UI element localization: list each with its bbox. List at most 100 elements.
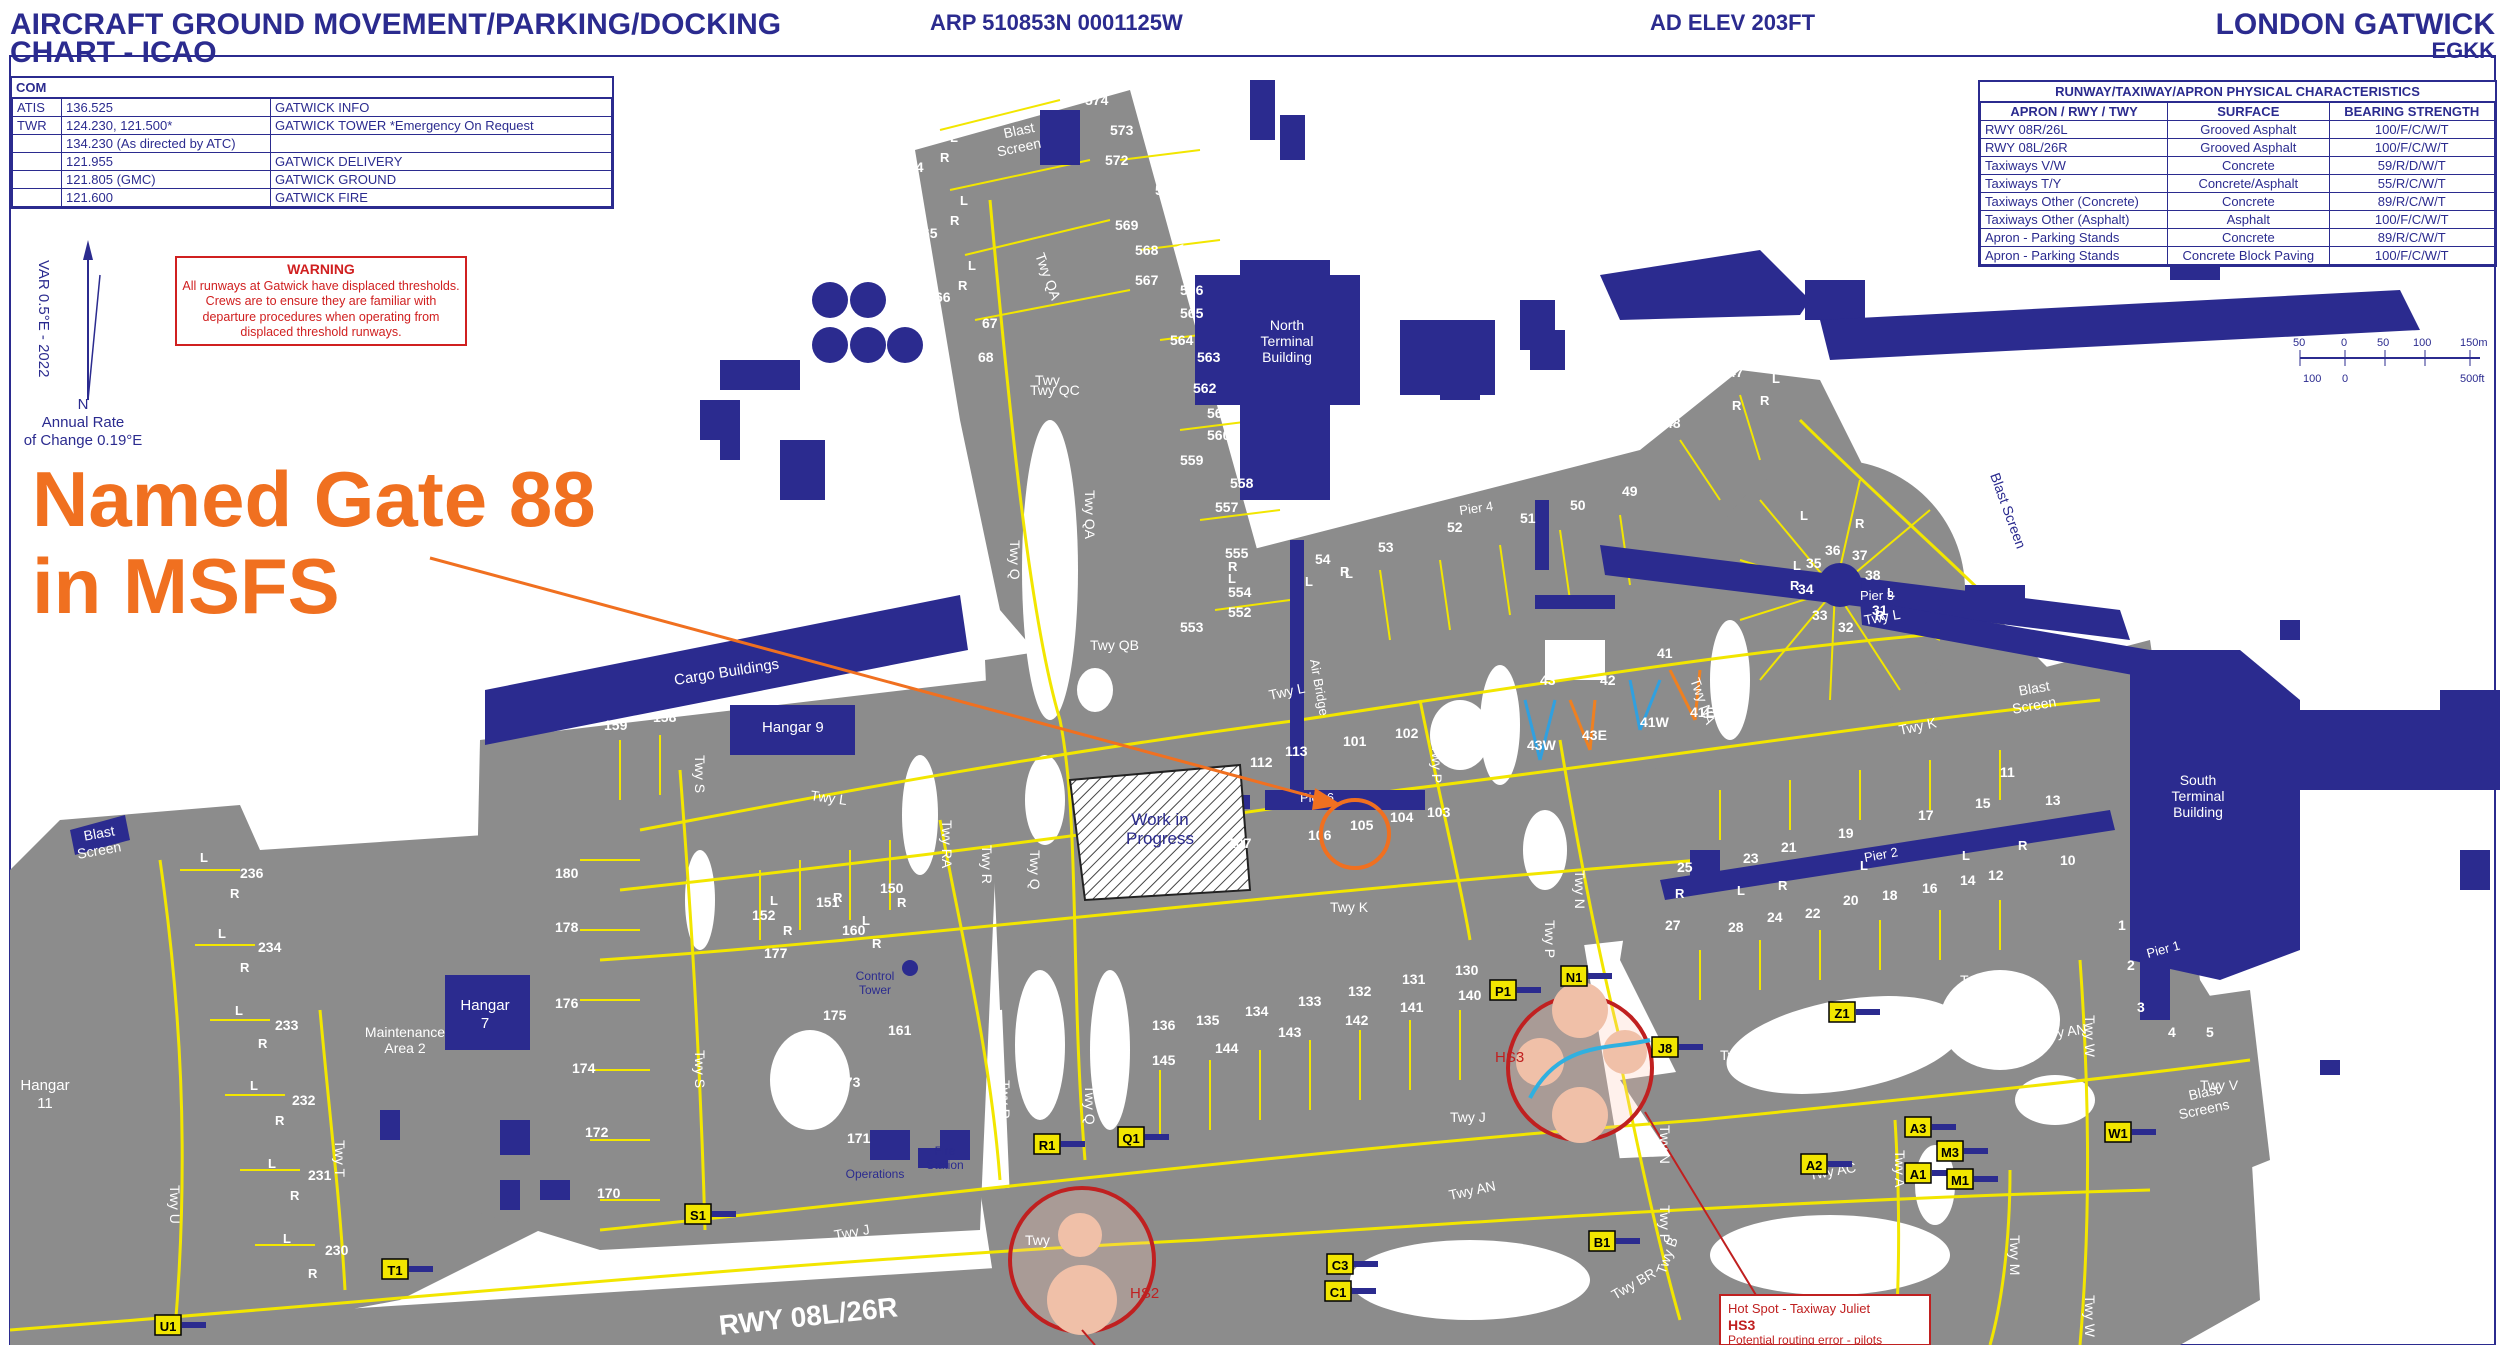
chart-title-line2: CHART - ICAO — [10, 36, 217, 69]
stand-side-letter: L — [283, 1231, 291, 1246]
com-cell-freq: 136.525 — [61, 98, 271, 117]
stand-number: 141 — [1400, 999, 1424, 1015]
physical-cell: 100/F/C/W/T — [2328, 246, 2496, 265]
stand-number: 20 — [1843, 892, 1859, 908]
grass-islands — [685, 420, 2095, 1320]
taxiway-label: Twy P — [1429, 745, 1445, 783]
badge-label: T1 — [387, 1263, 402, 1278]
stand-number: 4 — [2168, 1024, 2176, 1040]
badge-background — [1324, 1280, 1352, 1302]
badge-label: M1 — [1951, 1173, 1969, 1188]
magnetic-variation: VAR 0.5°E - 2022 — [35, 260, 52, 378]
stand-number: 173 — [837, 1074, 861, 1090]
stand-number: 558 — [1230, 475, 1254, 491]
stand-number: 150 — [880, 880, 904, 896]
badge-label: J8 — [1658, 1041, 1672, 1056]
com-cell-name: GATWICK INFO — [270, 98, 612, 117]
physical-cell: Concrete Block Paving — [2167, 246, 2330, 265]
stand-number: 41 — [1657, 645, 1673, 661]
stand-number: 50 — [1570, 497, 1586, 513]
badge-background — [1936, 1140, 1964, 1162]
stand-number: 41W — [1640, 714, 1670, 730]
taxiway-label: Twy T — [332, 1140, 348, 1178]
holding-bar — [1145, 1134, 1169, 1140]
stand-number: 180 — [555, 865, 579, 881]
blast-screen-3b: Screen — [2011, 693, 2057, 716]
badge-label: P1 — [1495, 984, 1511, 999]
physical-cell: Taxiways T/Y — [1979, 174, 2169, 193]
stand-side-letter: R — [1340, 564, 1350, 579]
stand-number: 35 — [1806, 555, 1822, 571]
stand-side-letter: R — [290, 1188, 300, 1203]
taxiway-label: Twy Z — [1720, 1047, 1758, 1063]
scale-bar: 50 0 50 100 150m 100 0 500ft — [2293, 337, 2488, 385]
stand-side-letter: R — [1228, 559, 1238, 574]
stand-number: 151 — [816, 894, 840, 910]
stand-number: 21 — [1781, 839, 1797, 855]
physical-cell: 100/F/C/W/T — [2328, 120, 2496, 139]
stand-number: 573 — [1110, 122, 1134, 138]
holding-bar — [1061, 1141, 1085, 1147]
north-letter: N — [77, 396, 89, 413]
stand-number: 231 — [308, 1167, 332, 1183]
stand-side-letter: R — [1790, 578, 1800, 593]
badge-label: Q1 — [1122, 1131, 1139, 1146]
blast-screen-3a: Blast — [2017, 677, 2051, 698]
stand-number: 24 — [1767, 909, 1783, 925]
holding-bar — [1352, 1288, 1376, 1294]
holding-point-badge: S1 — [684, 1203, 736, 1225]
physical-header-cell: SURFACE — [2167, 102, 2330, 121]
stand-number: 567 — [1135, 272, 1159, 288]
physical-cell: Concrete — [2167, 192, 2330, 211]
stand-number: 101 — [1343, 733, 1367, 749]
gate-markings — [1523, 669, 1702, 761]
taxiway-label: Twy QA — [1082, 490, 1098, 540]
stand-number: 140 — [1458, 987, 1482, 1003]
north-terminal-label-3: Building — [1262, 349, 1312, 365]
stand-number: 27 — [1665, 917, 1681, 933]
stand-number: 65 — [922, 225, 938, 241]
holding-point-badge: R1 — [1033, 1133, 1085, 1155]
physical-cell: 59/R/D/W/T — [2328, 156, 2496, 175]
physical-cell: Taxiways V/W — [1979, 156, 2169, 175]
stand-side-letter: L — [218, 926, 226, 941]
scale-top-5: 150m — [2460, 337, 2488, 349]
gate-88-highlight-circle — [1319, 798, 1391, 870]
stand-number: 232 — [292, 1092, 316, 1108]
holding-point-badge: A1 — [1904, 1162, 1956, 1184]
badge-background — [1588, 1230, 1616, 1252]
scale-bottom-3: 500ft — [2460, 373, 2484, 385]
holding-point-badge: U1 — [154, 1314, 206, 1336]
stand-number: 233 — [275, 1017, 299, 1033]
stand-side-letter: R — [240, 960, 250, 975]
arp-coordinates: ARP 510853N 0001125W — [930, 10, 1183, 35]
physical-caption: RUNWAY/TAXIWAY/APRON PHYSICAL CHARACTERI… — [1980, 82, 2495, 102]
physical-cell: 100/F/C/W/T — [2328, 210, 2496, 229]
stand-side-letter: L — [250, 1078, 258, 1093]
stand-number: 559 — [1180, 452, 1204, 468]
taxiway-label: Twy J — [1450, 1109, 1486, 1125]
holding-bar — [1964, 1148, 1988, 1154]
physical-cell: Concrete — [2167, 228, 2330, 247]
badge-background — [1904, 1162, 1932, 1184]
stand-number: 563 — [1197, 349, 1221, 365]
badge-label: W1 — [2108, 1126, 2128, 1141]
badge-background — [2104, 1121, 2132, 1143]
stand-number: 130 — [1455, 962, 1479, 978]
stand-number: 159 — [604, 717, 628, 733]
stand-number: 28 — [1728, 919, 1744, 935]
wip-label-1: Work in — [1131, 810, 1188, 829]
holding-bar — [1588, 973, 1612, 979]
badge-label: R1 — [1039, 1138, 1056, 1153]
badge-label: A3 — [1910, 1121, 1927, 1136]
stand-side-letter: R — [275, 1113, 285, 1128]
stand-number: 557 — [1215, 499, 1239, 515]
badge-background — [154, 1314, 182, 1336]
stand-number: 562 — [1193, 380, 1217, 396]
south-terminal-label-2: Terminal — [2172, 788, 2225, 804]
scale-top-3: 50 — [2377, 337, 2389, 349]
badge-background — [1800, 1153, 1828, 1175]
physical-cell: Grooved Asphalt — [2167, 138, 2330, 157]
